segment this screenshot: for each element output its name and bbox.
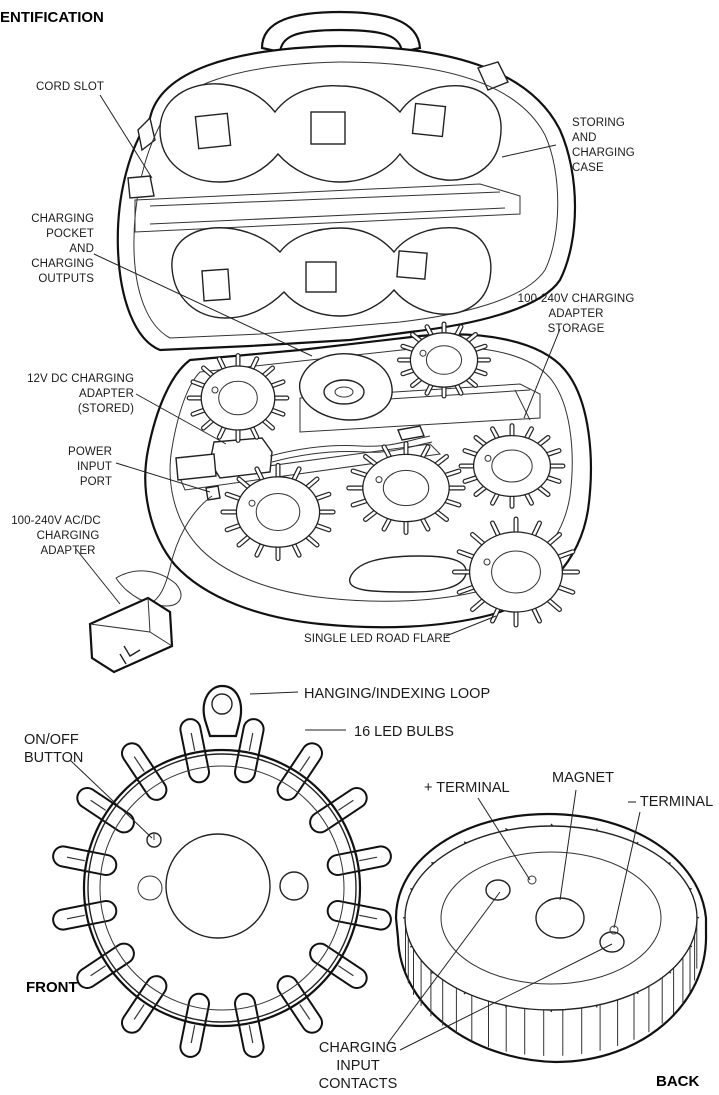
storing-case-lid: [118, 12, 575, 350]
svg-text:AND: AND: [69, 243, 94, 255]
svg-text:100-240V AC/DC: 100-240V AC/DC: [11, 515, 101, 527]
label-minus-terminal: – TERMINAL: [628, 794, 713, 810]
label-front: FRONT: [26, 979, 78, 996]
svg-text:ADAPTER: ADAPTER: [40, 545, 95, 557]
case-flare: [461, 426, 563, 507]
svg-text:CHARGING: CHARGING: [572, 147, 635, 159]
svg-text:PORT: PORT: [80, 476, 112, 488]
svg-text:OUTPUTS: OUTPUTS: [38, 273, 94, 285]
svg-text:POWER: POWER: [68, 446, 112, 458]
label-acdc-adapter: 100-240V AC/DC CHARGING ADAPTER: [11, 515, 101, 557]
label-back: BACK: [656, 1073, 699, 1090]
section-title: ENTIFICATION: [0, 9, 104, 26]
svg-text:STORAGE: STORAGE: [548, 323, 605, 335]
label-cord-slot: CORD SLOT: [36, 81, 104, 93]
svg-text:ON/OFF: ON/OFF: [24, 732, 79, 748]
svg-text:ADAPTER: ADAPTER: [548, 308, 603, 320]
svg-text:ADAPTER: ADAPTER: [79, 388, 134, 400]
label-single-flare: SINGLE LED ROAD FLARE: [304, 633, 451, 645]
label-hanging-loop: HANGING/INDEXING LOOP: [304, 686, 490, 702]
label-magnet: MAGNET: [552, 770, 614, 786]
label-adapter-storage: 100-240V CHARGING ADAPTER STORAGE: [518, 293, 635, 335]
label-dc-adapter: 12V DC CHARGING ADAPTER (STORED): [27, 373, 134, 415]
case-flare: [455, 519, 578, 625]
label-led-bulbs: 16 LED BULBS: [354, 724, 454, 740]
svg-text:STORING: STORING: [572, 117, 625, 129]
label-charging-contacts: CHARGING INPUT CONTACTS: [319, 1040, 398, 1092]
svg-text:INPUT: INPUT: [336, 1058, 380, 1074]
svg-text:CHARGING: CHARGING: [31, 213, 94, 225]
case-flare: [223, 465, 333, 558]
svg-text:POCKET: POCKET: [46, 228, 94, 240]
svg-text:12V DC CHARGING: 12V DC CHARGING: [27, 373, 134, 385]
label-power-port: POWER INPUT PORT: [68, 446, 112, 488]
case-flare: [189, 356, 287, 441]
svg-text:BUTTON: BUTTON: [24, 750, 83, 766]
label-storing-case: STORING AND CHARGING CASE: [572, 117, 635, 174]
case-flare: [349, 444, 463, 533]
svg-text:CHARGING: CHARGING: [31, 258, 94, 270]
label-on-off-button: ON/OFF BUTTON: [24, 732, 83, 766]
back-flare-illustration: [396, 814, 706, 1062]
front-flare-illustration: [63, 686, 381, 1047]
case-flare: [400, 324, 489, 396]
svg-text:(STORED): (STORED): [78, 403, 134, 415]
label-plus-terminal: + TERMINAL: [424, 780, 510, 796]
svg-text:INPUT: INPUT: [77, 461, 112, 473]
svg-text:CONTACTS: CONTACTS: [319, 1076, 398, 1092]
svg-text:CASE: CASE: [572, 162, 604, 174]
svg-text:AND: AND: [572, 132, 597, 144]
label-charging-pocket: CHARGING POCKET AND CHARGING OUTPUTS: [31, 213, 94, 285]
svg-text:CHARGING: CHARGING: [319, 1040, 397, 1056]
svg-text:CHARGING: CHARGING: [37, 530, 100, 542]
svg-text:100-240V CHARGING: 100-240V CHARGING: [518, 293, 635, 305]
